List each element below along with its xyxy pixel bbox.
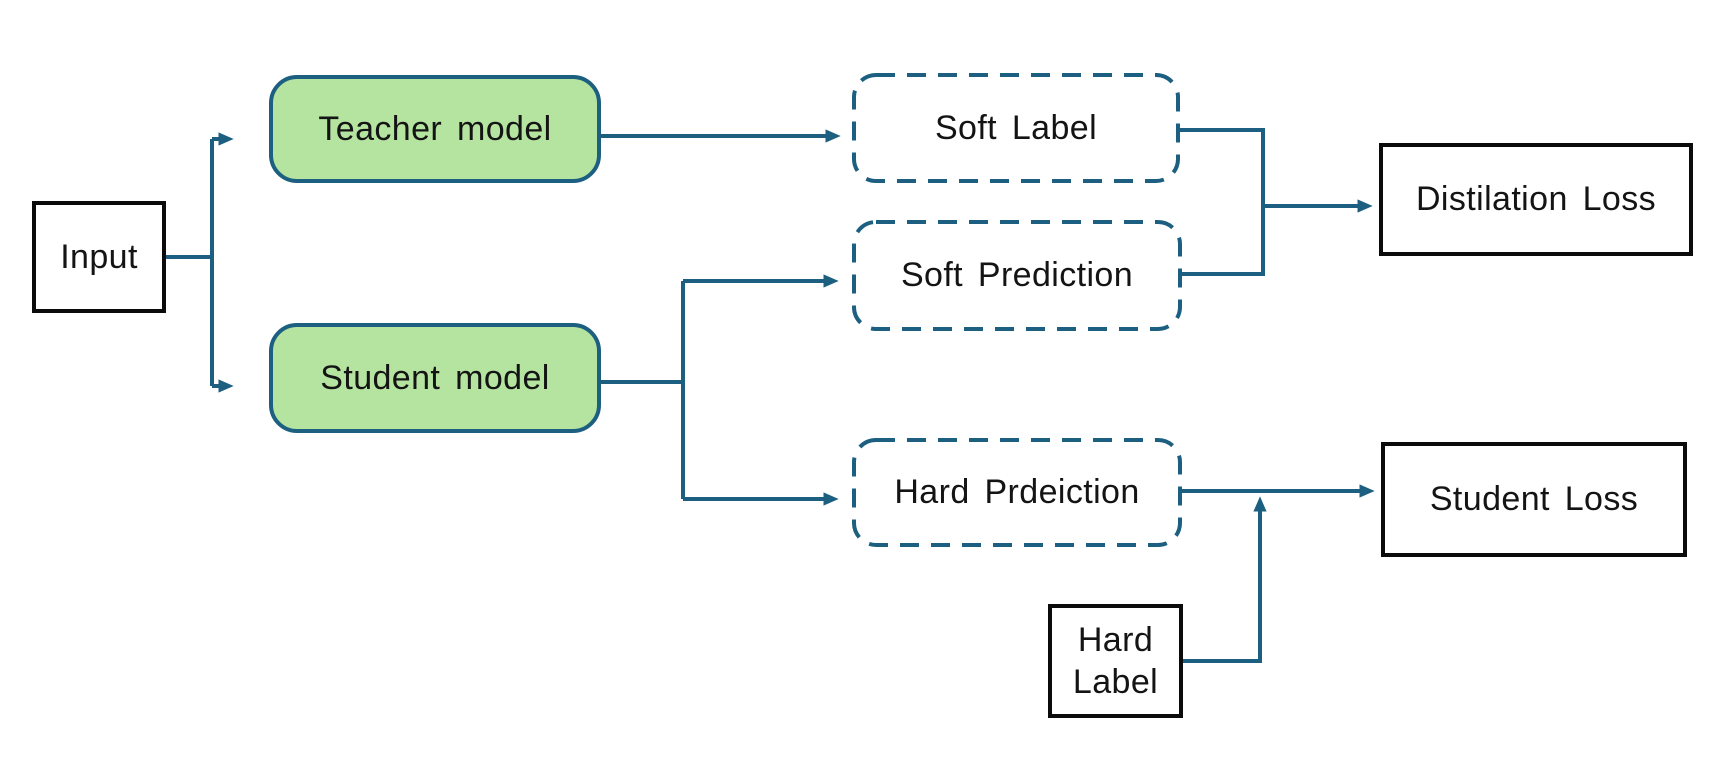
node-distillation-loss: Distilation Loss (1379, 143, 1693, 256)
soft-label-box-outline (852, 73, 1180, 183)
soft-prediction-box-outline (852, 220, 1182, 331)
node-input: Input (32, 201, 166, 313)
node-student-model: Student model (269, 323, 601, 433)
edge-soft-merge-bracket (1180, 128, 1265, 276)
node-teacher-model: Teacher model (269, 75, 601, 183)
hard-prediction-box-outline (852, 438, 1182, 547)
node-soft-prediction: Soft Prediction (900, 256, 1134, 295)
node-student-loss: Student Loss (1381, 442, 1687, 557)
edge-hard-label-to-student-loss (1183, 496, 1267, 663)
node-hard-prediction: Hard Prdeiction (894, 473, 1140, 512)
node-soft-label: Soft Label (934, 108, 1098, 147)
node-hard-label: Hard Label (1048, 604, 1183, 718)
